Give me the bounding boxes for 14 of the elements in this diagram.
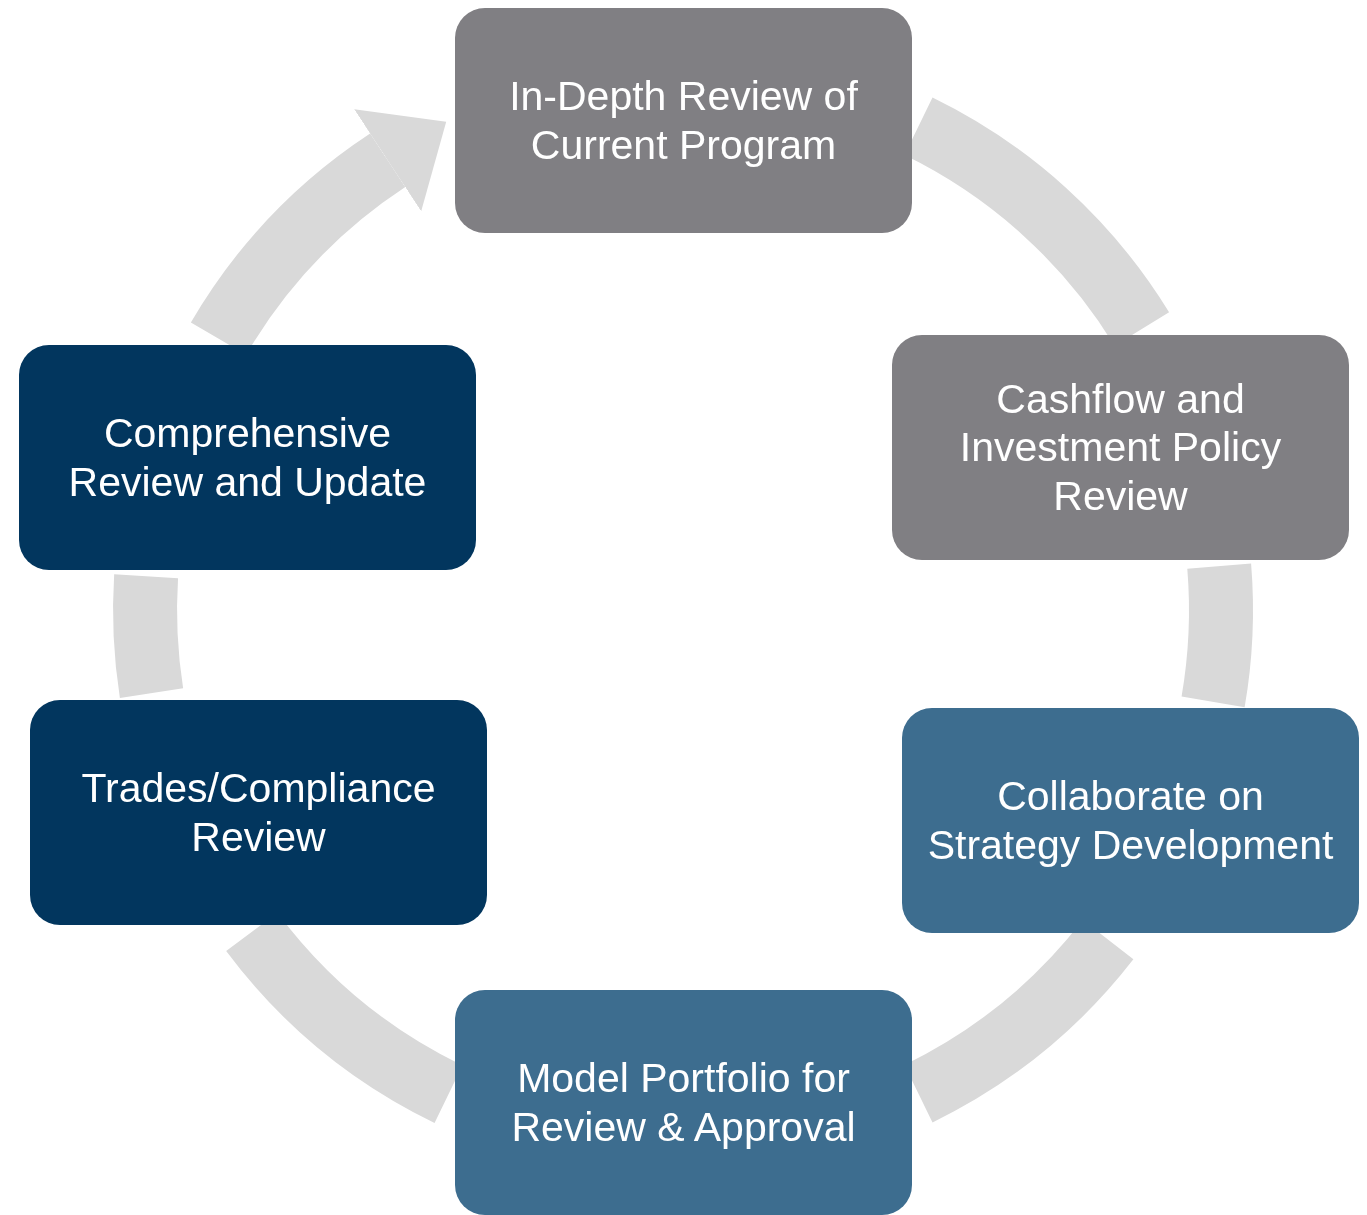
connector-line: [1181, 564, 1253, 707]
step-label: Comprehensive Review and Update: [67, 409, 428, 506]
step-label: In-Depth Review of Current Program: [508, 72, 859, 169]
process-box: [892, 335, 1349, 560]
step-label: Collaborate on Strategy Development: [926, 772, 1335, 869]
process-box: [19, 345, 476, 570]
connector-line: [113, 575, 184, 698]
process-box: [30, 700, 487, 925]
step-label: Trades/Compliance Review: [80, 764, 437, 861]
process-box: [455, 8, 912, 233]
process-box: [902, 708, 1359, 933]
step-label: Cashflow and Investment Policy Review: [958, 374, 1283, 521]
step-label: Model Portfolio for Review & Approval: [510, 1054, 857, 1151]
process-box: [455, 990, 912, 1215]
